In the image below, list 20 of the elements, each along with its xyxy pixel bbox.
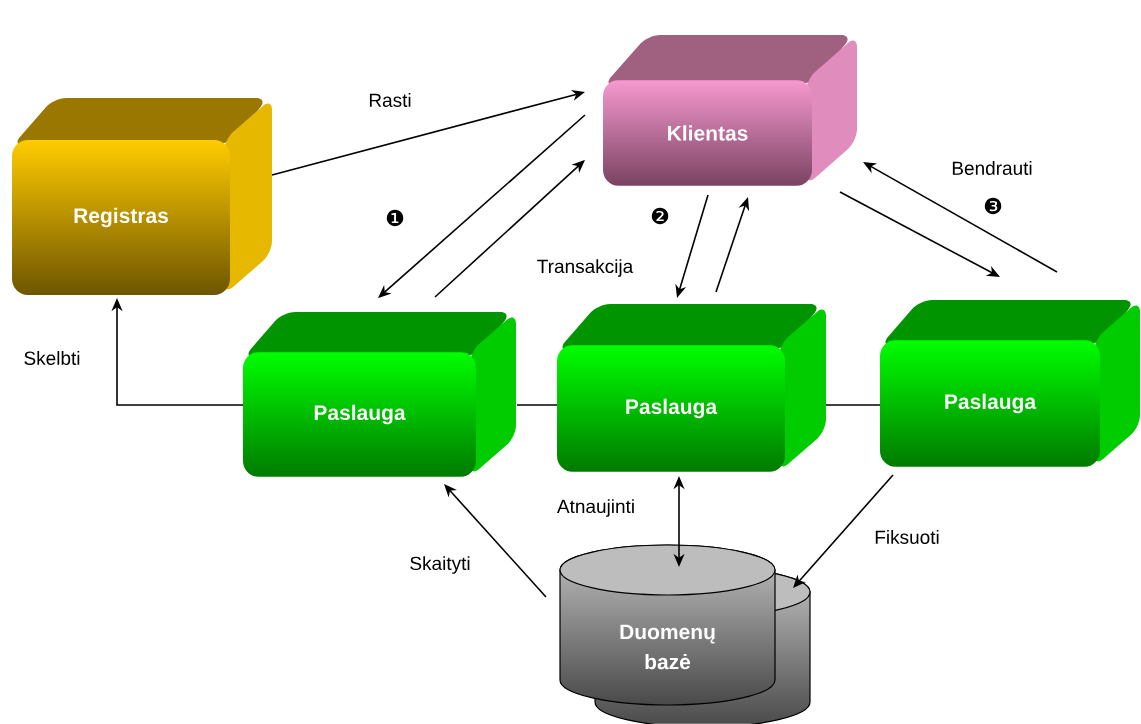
arrow [444, 484, 547, 598]
callout-number: ❷ [651, 207, 669, 225]
edge-label: Atnaujinti [555, 498, 637, 518]
cube-box: Paslauga [880, 300, 1140, 467]
arrow [378, 114, 586, 298]
edge-label: Bendrauti [950, 160, 1034, 176]
callout-number: ❸ [984, 197, 1002, 215]
cube-box: Registras [12, 98, 272, 295]
cube-box: Klientas [603, 35, 857, 186]
edge-label: Skaityti [408, 555, 472, 575]
callout-number: ❶ [386, 209, 404, 227]
database-cylinder: Duomenų bazė [559, 544, 811, 724]
edge-label: Rasti [367, 92, 413, 108]
arrow [434, 160, 585, 298]
cube-box: Paslauga [243, 312, 516, 477]
step-label: Transakcija [537, 259, 634, 277]
edge-label: Skelbti [22, 350, 82, 366]
arrow [793, 474, 894, 588]
edge-label: Fiksuoti [873, 529, 941, 545]
cube-box: Paslauga [557, 304, 826, 472]
